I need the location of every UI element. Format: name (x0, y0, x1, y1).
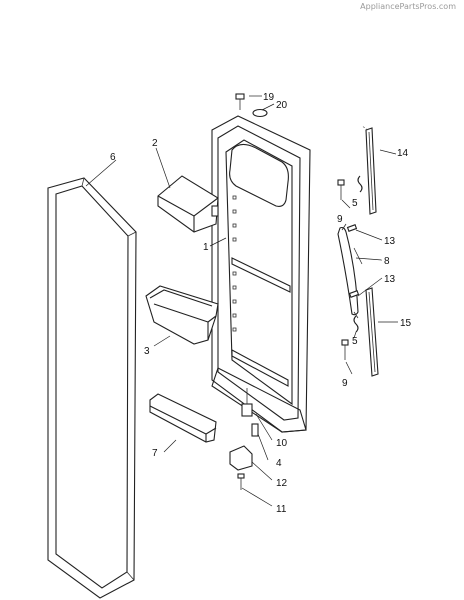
callout-5-upper: 5 (352, 198, 358, 209)
callout-19: 19 (263, 92, 275, 103)
screw-19 (235, 93, 245, 110)
clip-5-upper (357, 175, 363, 193)
door-liner (211, 115, 311, 433)
callout-13-lower: 13 (384, 274, 396, 285)
plug-20 (252, 108, 268, 118)
callout-9-upper: 9 (337, 214, 343, 225)
callout-10: 10 (276, 438, 288, 449)
watermark: AppliancePartsPros.com (360, 2, 456, 11)
hinge-bushing-10 (241, 388, 253, 417)
door-handle (337, 223, 359, 319)
screw-13-lower (348, 290, 360, 298)
callout-3: 3 (144, 346, 150, 357)
callout-6: 6 (110, 152, 116, 163)
pin-4 (251, 423, 259, 437)
leader-lines (85, 95, 398, 507)
callout-7: 7 (152, 448, 158, 459)
callout-9-lower: 9 (342, 378, 348, 389)
screw-9-upper (337, 179, 345, 200)
lower-trim (365, 287, 379, 377)
shelf-rail (149, 393, 217, 443)
callout-4: 4 (276, 458, 282, 469)
callout-12: 12 (276, 478, 288, 489)
callout-15: 15 (400, 318, 412, 329)
callout-13-upper: 13 (384, 236, 396, 247)
door-bin (145, 285, 219, 345)
callout-11: 11 (276, 504, 287, 515)
callout-2: 2 (152, 138, 158, 149)
upper-trim (361, 125, 377, 215)
screw-9-lower (341, 339, 349, 360)
callout-8: 8 (384, 256, 390, 267)
hinge-12 (229, 445, 253, 471)
dairy-door (157, 175, 219, 233)
door-gasket (47, 177, 137, 599)
liner-holes (232, 195, 237, 332)
callout-20: 20 (276, 100, 288, 111)
callout-14: 14 (397, 148, 409, 159)
callout-1: 1 (203, 242, 209, 253)
screw-11 (237, 473, 245, 490)
clip-5-lower (353, 315, 359, 333)
screw-13-upper (346, 224, 358, 232)
callout-5-lower: 5 (352, 336, 358, 347)
